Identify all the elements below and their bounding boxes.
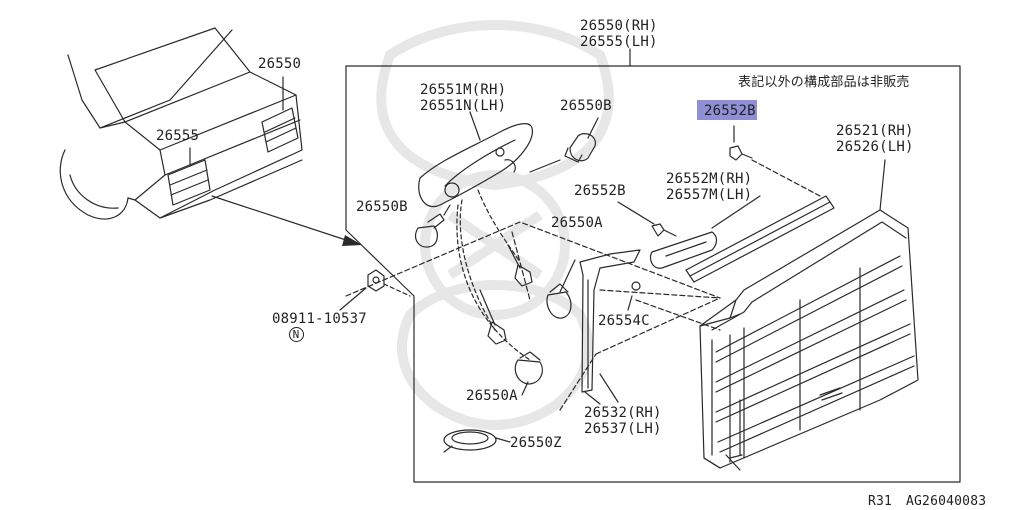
finisher-rh-label: 26552M(RH)	[666, 171, 753, 187]
bulb-mid-label: 26550A	[551, 215, 603, 231]
note-not-sold: 表記以外の構成部品は非販売	[738, 75, 910, 90]
socket-mid	[507, 244, 576, 319]
nut-prefix: N	[288, 327, 304, 342]
socket-lh-label: 26551N(LH)	[420, 98, 507, 114]
watermark-emblem	[376, 20, 614, 431]
frame-title-rh: 26550(RH)	[580, 18, 658, 34]
footer-code: AG26040083	[906, 494, 987, 509]
socket-rh-label: 26551M(RH)	[420, 82, 507, 98]
part-highlight	[697, 100, 757, 120]
gasket-rh-label: 26532(RH)	[584, 405, 662, 421]
car-lamps	[167, 107, 299, 206]
screw-top	[729, 125, 753, 161]
finisher-lh-label: 26557M(LH)	[666, 187, 753, 203]
bulb-left	[415, 204, 451, 248]
bulb-left-label: 26550B	[356, 199, 408, 215]
bulb-top	[529, 117, 599, 173]
screw-mid	[617, 201, 677, 237]
frame-title-lh: 26555(LH)	[580, 34, 658, 50]
highlight-part-label: 26552B	[704, 103, 756, 119]
nut-label: 08911-10537	[272, 311, 367, 327]
car-right-lamp-label: 26550	[258, 56, 302, 72]
frame-outline	[345, 65, 961, 483]
bulb-bottom-label: 26550A	[466, 388, 518, 404]
gasket-strip	[579, 249, 641, 405]
lens-lh-label: 26526(LH)	[836, 139, 914, 155]
footer-model: R31	[868, 494, 893, 509]
gasket-lh-label: 26537(LH)	[584, 421, 662, 437]
screw-mid-label: 26552B	[574, 183, 626, 199]
lens-housing	[699, 159, 919, 471]
socket-lower	[479, 289, 543, 396]
car-left-lamp-label: 26555	[156, 128, 200, 144]
seal-ring	[443, 429, 511, 453]
nut-part	[339, 269, 411, 311]
car-body-sketch	[59, 27, 303, 220]
grommet-label: 26554C	[598, 313, 650, 329]
socket-assembly	[418, 111, 533, 208]
seal-label: 26550Z	[510, 435, 562, 451]
lens-rh-label: 26521(RH)	[836, 123, 914, 139]
finisher-part	[649, 195, 835, 283]
bulb-top-label: 26550B	[560, 98, 612, 114]
grommet-part	[627, 281, 641, 311]
nut-prefix-circle: N	[254, 312, 304, 357]
